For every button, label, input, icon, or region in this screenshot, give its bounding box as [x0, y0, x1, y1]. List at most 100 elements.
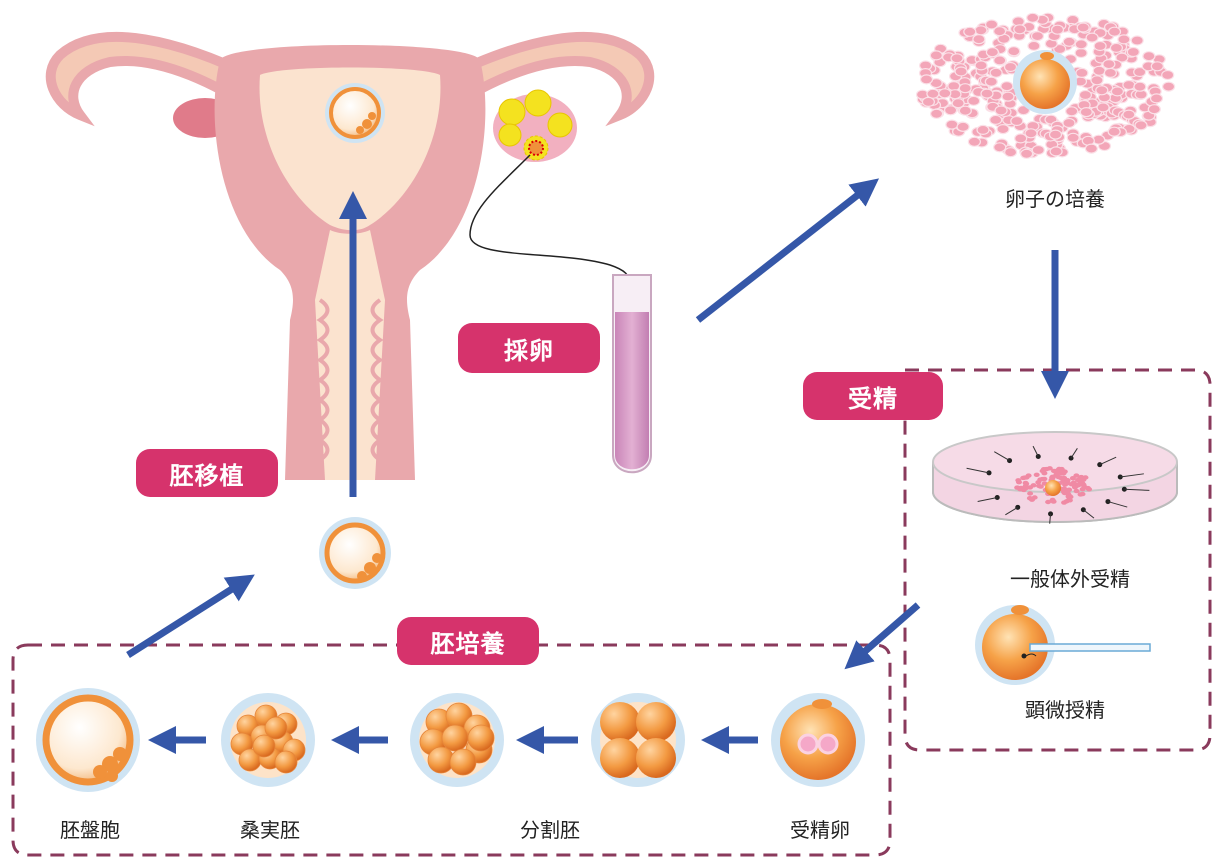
granulosa-cell — [1109, 42, 1124, 54]
label-icsi: 顕微授精 — [1025, 698, 1105, 722]
granulosa-cell — [921, 96, 936, 108]
sperm-cells — [966, 445, 1150, 524]
dish-granulosa-cell — [1064, 478, 1071, 483]
granulosa-cell — [951, 98, 965, 109]
arrow-blastocyst-to-transfer — [126, 574, 255, 658]
fertilized-egg — [771, 693, 865, 787]
transferred-blastocyst — [319, 517, 391, 589]
granulosa-cell — [1122, 109, 1136, 120]
granulosa-cell — [1084, 143, 1099, 154]
granulosa-cell — [1050, 24, 1065, 35]
granulosa-cell — [1010, 115, 1024, 127]
dish-granulosa-cell — [1073, 488, 1080, 494]
label-morula: 桑実胚 — [240, 818, 300, 842]
granulosa-cell — [1085, 32, 1099, 43]
dish-granulosa-cell — [1027, 491, 1034, 496]
granulosa-cell — [1003, 61, 1018, 73]
granulosa-cell — [967, 95, 981, 107]
dish-granulosa-cell — [1075, 477, 1081, 483]
dish-granulosa-cell — [1026, 496, 1033, 501]
dish-granulosa-cell — [1080, 477, 1087, 482]
dish-granulosa-cell — [1080, 482, 1087, 487]
step-embryo-culture: 胚培養 — [397, 617, 539, 665]
granulosa-cell — [993, 142, 1007, 153]
granulosa-cell — [1093, 40, 1107, 52]
blastomere — [274, 750, 298, 774]
blastomere — [449, 748, 477, 776]
sperm-tail — [966, 467, 990, 474]
granulosa-cell — [1066, 132, 1080, 143]
dish-granulosa-cell — [1033, 472, 1040, 477]
label-conventional-ivf: 一般体外受精 — [1010, 567, 1130, 591]
granulosa-cell — [996, 124, 1010, 135]
dish-granulosa-cell — [1046, 466, 1053, 471]
step-egg-retrieval: 採卵 — [458, 323, 600, 373]
sperm-tail — [977, 496, 998, 503]
granulosa-cell — [994, 105, 1008, 116]
granulosa-cell — [1075, 67, 1089, 79]
blastomere — [441, 724, 469, 752]
granulosa-cell — [958, 105, 972, 116]
granulosa-cell — [1076, 22, 1090, 33]
granulosa-cell — [963, 26, 977, 37]
granulosa-cell — [1013, 24, 1027, 35]
test-tube — [612, 274, 652, 474]
dish-granulosa-cell — [1027, 485, 1034, 490]
granulosa-cell — [1133, 66, 1147, 78]
granulosa-cell — [980, 88, 994, 99]
cleavage-embryo-multicell — [410, 693, 504, 787]
granulosa-cell — [1133, 81, 1147, 92]
granulosa-cell — [1074, 47, 1088, 59]
granulosa-cell — [1049, 146, 1063, 157]
granulosa-cell — [1031, 144, 1045, 156]
granulosa-cell — [943, 105, 958, 116]
granulosa-cell — [1062, 36, 1076, 47]
dish-granulosa-cell — [1025, 473, 1032, 478]
morula-illustration — [221, 693, 315, 787]
granulosa-cell — [1126, 46, 1140, 58]
petri-dish — [932, 431, 1178, 524]
granulosa-cell — [984, 19, 999, 30]
granulosa-cell — [1161, 81, 1176, 92]
granulosa-cell — [1007, 46, 1021, 57]
granulosa-cell — [1117, 34, 1131, 45]
granulosa-cell — [989, 114, 1003, 126]
granulosa-cell — [1001, 91, 1015, 102]
blastocyst-illustration — [36, 688, 140, 792]
granulosa-cell — [1102, 58, 1116, 70]
sperm-tail — [1070, 448, 1078, 459]
dish-granulosa-cell — [1037, 484, 1044, 489]
dish-granulosa-cell — [1070, 480, 1077, 485]
sperm-tail — [1107, 501, 1128, 508]
granulosa-cell — [974, 60, 988, 71]
granulosa-cell — [1078, 89, 1093, 101]
granulosa-cell — [1107, 126, 1121, 137]
dish-cumulus — [1014, 466, 1093, 505]
granulosa-cell — [1062, 117, 1076, 129]
granulosa-cell — [992, 26, 1007, 37]
granulosa-cell — [1161, 69, 1175, 81]
label-blastocyst: 胚盤胞 — [60, 818, 120, 842]
step-fertilization: 受精 — [803, 372, 943, 420]
blastomere — [467, 724, 495, 752]
granulosa-cell — [976, 124, 990, 135]
dish-granulosa-cell — [1050, 499, 1057, 504]
label-fertilized-egg: 受精卵 — [790, 818, 850, 842]
label-oocyte-culture: 卵子の培養 — [1005, 187, 1105, 211]
dish-granulosa-cell — [1031, 495, 1038, 500]
cleavage-embryo-4cell — [591, 693, 685, 787]
granulosa-cell — [954, 66, 968, 77]
fertilization-frame — [903, 368, 1212, 752]
granulosa-cell — [945, 119, 959, 130]
granulosa-cell — [972, 34, 986, 45]
granulosa-cell — [929, 108, 944, 119]
granulosa-cell — [1096, 102, 1110, 113]
granulosa-cell — [985, 47, 1000, 58]
granulosa-cell — [1065, 106, 1079, 117]
granulosa-cell — [1092, 65, 1106, 76]
granulosa-cell — [1074, 39, 1088, 50]
dish-granulosa-cell — [1015, 478, 1022, 483]
granulosa-cell — [1019, 148, 1034, 159]
sperm-tail — [1083, 509, 1095, 519]
